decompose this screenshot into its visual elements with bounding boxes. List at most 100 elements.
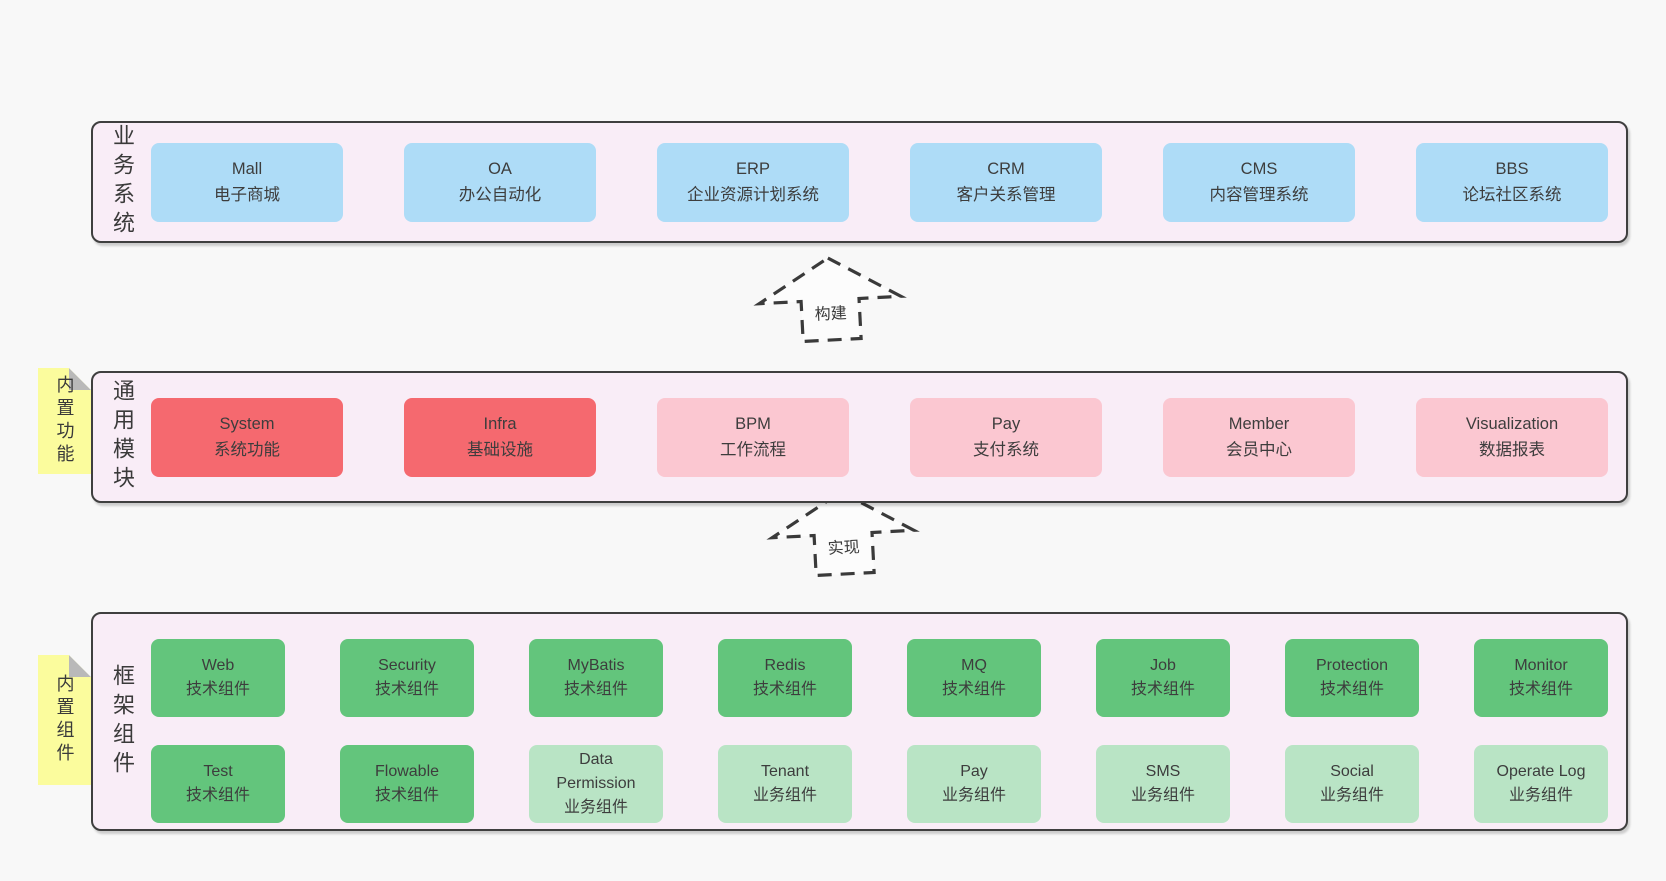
band-framework-components: 框架组件 Web 技术组件 Security 技术组件 MyBatis 技术组件… [91, 612, 1628, 831]
box-desc: 技术组件 [374, 681, 439, 698]
box-desc: 办公自动化 [458, 186, 542, 204]
box-name: Tenant [760, 763, 810, 780]
box-flowable: Flowable 技术组件 [340, 745, 474, 823]
box-name: ERP [736, 160, 770, 178]
box-name: Protection [1315, 657, 1389, 674]
box-desc: 业务组件 [941, 787, 1006, 804]
box-name: Test [203, 763, 233, 780]
sticky-note-built-in-components: 内置组件 [38, 655, 91, 785]
box-operate-log: Operate Log 业务组件 [1474, 745, 1608, 823]
box-desc: 电子商城 [214, 186, 280, 204]
box-cms: CMS 内容管理系统 [1163, 142, 1355, 222]
band-label-business-systems: 业务系统 [110, 124, 135, 240]
box-visualization: Visualization 数据报表 [1416, 397, 1608, 477]
box-name: Visualization [1465, 415, 1559, 433]
box-erp: ERP 企业资源计划系统 [657, 142, 849, 222]
common-modules-boxes: System 系统功能 Infra 基础设施 BPM 工作流程 Pay 支付系统… [151, 373, 1608, 501]
band-business-systems: 业务系统 Mall 电子商城 OA 办公自动化 ERP 企业资源计划系统 CRM… [91, 121, 1628, 243]
box-pay: Pay 支付系统 [910, 397, 1102, 477]
box-tenant: Tenant 业务组件 [718, 745, 852, 823]
box-member: Member 会员中心 [1163, 397, 1355, 477]
band-label-framework-components: 框架组件 [110, 663, 135, 780]
band-label-common-modules: 通用模块 [110, 379, 135, 495]
build-arrow-label: 构建 [811, 299, 851, 325]
box-desc: 会员中心 [1226, 441, 1292, 459]
box-desc: 支付系统 [973, 441, 1039, 459]
box-desc: 论坛社区系统 [1462, 186, 1562, 204]
box-sms: SMS 业务组件 [1096, 745, 1230, 823]
box-desc: 技术组件 [1319, 681, 1384, 698]
box-desc: 业务组件 [752, 787, 817, 804]
box-desc: 技术组件 [185, 787, 250, 804]
box-name: Pay [960, 763, 988, 780]
box-desc: 内容管理系统 [1209, 186, 1309, 204]
box-name: Data Permission [556, 751, 636, 792]
box-crm: CRM 客户关系管理 [910, 142, 1102, 222]
box-desc: 数据报表 [1479, 441, 1545, 459]
implement-arrow-label: 实现 [824, 533, 864, 559]
box-mall: Mall 电子商城 [151, 142, 343, 222]
box-pay: Pay 业务组件 [907, 745, 1041, 823]
box-desc: 技术组件 [941, 681, 1006, 698]
components-row-2: Test 技术组件 Flowable 技术组件 Data Permission … [151, 745, 1608, 823]
business-systems-boxes: Mall 电子商城 OA 办公自动化 ERP 企业资源计划系统 CRM 客户关系… [151, 123, 1608, 241]
box-name: CMS [1240, 160, 1278, 178]
box-desc: 业务组件 [1130, 787, 1195, 804]
box-desc: 技术组件 [563, 681, 628, 698]
box-name: Member [1228, 415, 1290, 433]
box-desc: 业务组件 [563, 799, 628, 816]
framework-components-rows: Web 技术组件 Security 技术组件 MyBatis 技术组件 Redi… [151, 639, 1608, 823]
build-arrow: 构建 [753, 252, 907, 346]
box-name: Operate Log [1496, 763, 1586, 780]
box-name: MyBatis [567, 657, 625, 674]
box-desc: 技术组件 [752, 681, 817, 698]
box-desc: 技术组件 [1130, 681, 1195, 698]
box-name: MQ [961, 657, 987, 674]
implement-arrow: 实现 [766, 486, 920, 580]
box-redis: Redis 技术组件 [718, 639, 852, 717]
band-common-modules: 通用模块 System 系统功能 Infra 基础设施 BPM 工作流程 Pay… [91, 371, 1628, 503]
box-job: Job 技术组件 [1096, 639, 1230, 717]
box-desc: 技术组件 [185, 681, 250, 698]
box-name: Flowable [374, 763, 440, 780]
box-social: Social 业务组件 [1285, 745, 1419, 823]
box-desc: 工作流程 [720, 441, 786, 459]
box-infra: Infra 基础设施 [404, 397, 596, 477]
box-name: Infra [483, 415, 517, 433]
box-name: BBS [1495, 160, 1529, 178]
box-name: Pay [991, 415, 1021, 433]
box-desc: 业务组件 [1508, 787, 1573, 804]
box-data-permission: Data Permission 业务组件 [529, 745, 663, 823]
box-oa: OA 办公自动化 [404, 142, 596, 222]
box-test: Test 技术组件 [151, 745, 285, 823]
box-name: Social [1330, 763, 1374, 780]
box-name: System [219, 415, 275, 433]
box-system: System 系统功能 [151, 397, 343, 477]
box-mybatis: MyBatis 技术组件 [529, 639, 663, 717]
box-desc: 企业资源计划系统 [687, 186, 819, 204]
sticky-note-text: 内置组件 [54, 674, 75, 766]
box-name: Security [378, 657, 436, 674]
box-monitor: Monitor 技术组件 [1474, 639, 1608, 717]
box-name: Redis [764, 657, 806, 674]
box-bpm: BPM 工作流程 [657, 397, 849, 477]
box-security: Security 技术组件 [340, 639, 474, 717]
box-name: BPM [735, 415, 771, 433]
box-name: SMS [1145, 763, 1181, 780]
sticky-note-text: 内置功能 [54, 375, 75, 467]
box-desc: 技术组件 [1508, 681, 1573, 698]
box-desc: 基础设施 [467, 441, 533, 459]
box-desc: 业务组件 [1319, 787, 1384, 804]
components-row-1: Web 技术组件 Security 技术组件 MyBatis 技术组件 Redi… [151, 639, 1608, 717]
box-protection: Protection 技术组件 [1285, 639, 1419, 717]
box-name: Mall [231, 160, 263, 178]
box-desc: 系统功能 [214, 441, 280, 459]
box-bbs: BBS 论坛社区系统 [1416, 142, 1608, 222]
box-name: OA [488, 160, 512, 178]
box-name: Web [201, 657, 235, 674]
sticky-note-built-in-features: 内置功能 [38, 368, 91, 474]
box-name: Monitor [1514, 657, 1568, 674]
box-desc: 技术组件 [374, 787, 439, 804]
box-desc: 客户关系管理 [956, 186, 1056, 204]
